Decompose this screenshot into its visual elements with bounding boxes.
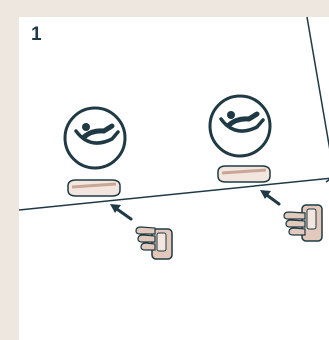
person-lying-on-mattress-icon bbox=[63, 106, 127, 170]
person-lying-on-mattress-icon bbox=[208, 94, 272, 158]
arrow-up-left-icon bbox=[260, 190, 281, 206]
step-number: 1 bbox=[31, 24, 42, 45]
sensor-pad-icon bbox=[67, 179, 121, 197]
bed-corner-line bbox=[306, 16, 329, 183]
sensor-pad-icon bbox=[217, 165, 271, 183]
arrow-up-left-icon bbox=[110, 204, 133, 221]
hand-inserting-clip-icon bbox=[283, 204, 323, 242]
hand-inserting-clip-icon bbox=[135, 226, 173, 260]
bed-edge-line bbox=[18, 177, 329, 211]
instruction-panel bbox=[19, 17, 329, 340]
